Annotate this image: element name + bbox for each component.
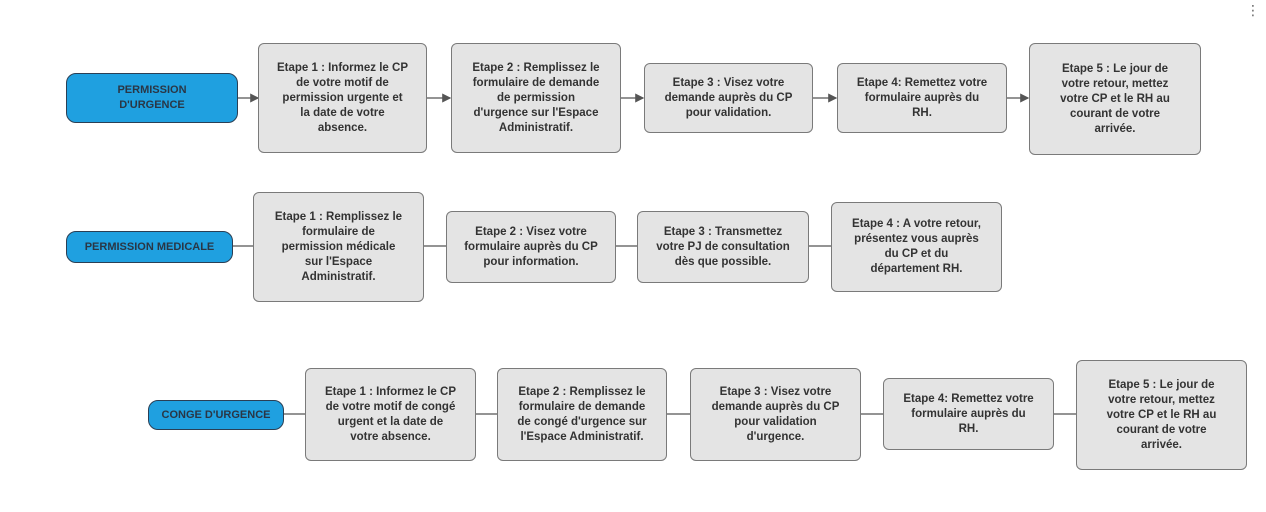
step-r3-1: Etape 1 : Informez le CP de votre motif … <box>305 368 476 461</box>
step-r2-1: Etape 1 : Remplissez le formulaire de pe… <box>253 192 424 302</box>
label-permission-medicale: PERMISSION MEDICALE <box>66 231 233 263</box>
step-r1-3: Etape 3 : Visez votre demande auprès du … <box>644 63 813 133</box>
kebab-menu-icon[interactable]: ⋮ <box>1246 2 1260 18</box>
label-permission-urgence: PERMISSION D'URGENCE <box>66 73 238 123</box>
step-r1-5: Etape 5 : Le jour de votre retour, mette… <box>1029 43 1201 155</box>
step-r1-4: Etape 4: Remettez votre formulaire auprè… <box>837 63 1007 133</box>
step-r1-2: Etape 2 : Remplissez le formulaire de de… <box>451 43 621 153</box>
step-r1-1: Etape 1 : Informez le CP de votre motif … <box>258 43 427 153</box>
step-r3-2: Etape 2 : Remplissez le formulaire de de… <box>497 368 667 461</box>
step-r2-2: Etape 2 : Visez votre formulaire auprès … <box>446 211 616 283</box>
step-r2-3: Etape 3 : Transmettez votre PJ de consul… <box>637 211 809 283</box>
step-r3-3: Etape 3 : Visez votre demande auprès du … <box>690 368 861 461</box>
step-r3-4: Etape 4: Remettez votre formulaire auprè… <box>883 378 1054 450</box>
step-r2-4: Etape 4 : A votre retour, présentez vous… <box>831 202 1002 292</box>
label-conge-urgence: CONGE D'URGENCE <box>148 400 284 430</box>
step-r3-5: Etape 5 : Le jour de votre retour, mette… <box>1076 360 1247 470</box>
